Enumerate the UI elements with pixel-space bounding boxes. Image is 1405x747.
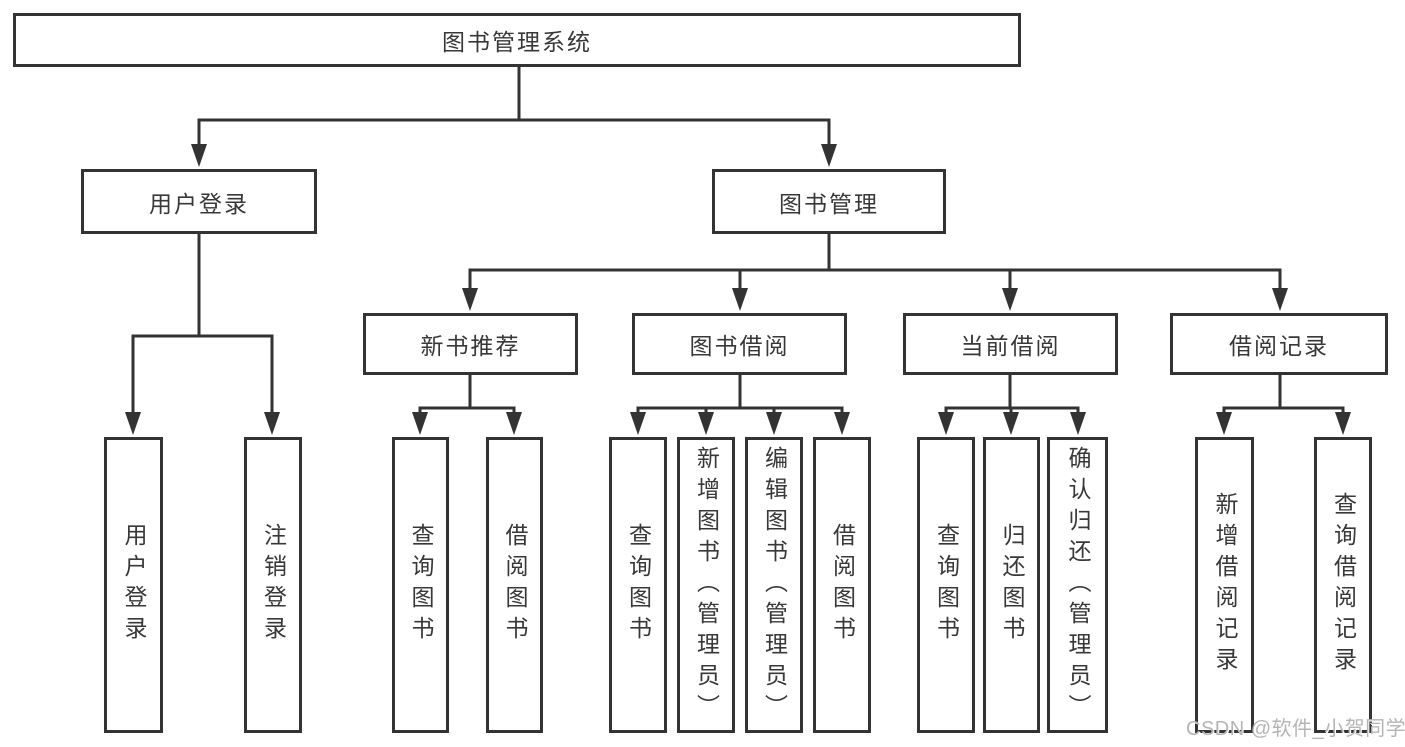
- leaf-label: 用户登录: [121, 523, 147, 647]
- leaf-add-book-admin: 新增图书（管理员）: [677, 437, 735, 733]
- node-book-management: 图书管理: [712, 169, 946, 234]
- leaf-confirm-return-admin: 确认归还（管理员）: [1047, 437, 1108, 733]
- leaf-query-books: 查询图书: [392, 437, 449, 733]
- leaf-label: 借阅图书: [829, 523, 856, 647]
- node-borrow-records: 借阅记录: [1170, 313, 1388, 375]
- node-new-book-recommend: 新书推荐: [363, 313, 578, 375]
- leaf-label: 借阅图书: [502, 523, 528, 647]
- leaf-query-books: 查询图书: [609, 437, 667, 733]
- watermark-text: CSDN @软件_小贺同学: [1186, 718, 1405, 740]
- leaf-label: 编辑图书（管理员）: [761, 445, 788, 725]
- leaf-add-borrow-record: 新增借阅记录: [1195, 437, 1254, 733]
- leaf-edit-book-admin: 编辑图书（管理员）: [745, 437, 803, 733]
- leaf-borrow-books: 借阅图书: [486, 437, 543, 733]
- leaf-borrow-books: 借阅图书: [813, 437, 871, 733]
- leaf-return-books: 归还图书: [983, 437, 1040, 733]
- node-root: 图书管理系统: [13, 13, 1021, 67]
- leaf-user-login: 用户登录: [104, 437, 163, 733]
- leaf-label: 确认归还（管理员）: [1065, 445, 1091, 725]
- leaf-query-books: 查询图书: [917, 437, 975, 733]
- leaf-label: 新增借阅记录: [1212, 492, 1238, 678]
- leaf-label: 查询借阅记录: [1330, 492, 1357, 678]
- leaf-label: 归还图书: [999, 523, 1025, 647]
- leaf-query-borrow-record: 查询借阅记录: [1314, 437, 1372, 733]
- leaf-label: 新增图书（管理员）: [693, 445, 720, 725]
- node-book-borrow: 图书借阅: [632, 313, 847, 375]
- leaf-label: 注销登录: [260, 523, 287, 647]
- node-current-borrow: 当前借阅: [903, 313, 1118, 375]
- leaf-logout: 注销登录: [244, 437, 302, 733]
- leaf-label: 查询图书: [625, 523, 652, 647]
- leaf-label: 查询图书: [933, 523, 960, 647]
- leaf-label: 查询图书: [408, 523, 434, 647]
- node-user-login: 用户登录: [81, 169, 317, 234]
